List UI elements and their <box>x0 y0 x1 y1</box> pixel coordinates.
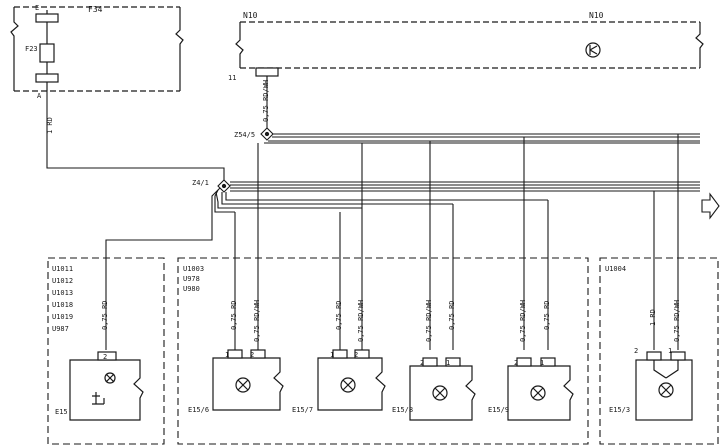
continuation-arrow-icon <box>701 192 720 220</box>
component-e15 <box>69 351 144 421</box>
wire-label: 0,75 RD/WH <box>425 300 433 342</box>
component-label: E15/7 <box>292 406 313 414</box>
fuse-wire-label: 1 RD <box>46 117 54 134</box>
wire-label: 0,75 RD <box>448 300 456 330</box>
model-label: U978 <box>183 275 200 283</box>
splice-upper-label: Z54/5 <box>234 131 255 139</box>
pin-label: 1 <box>446 359 450 367</box>
fuse-pin-bottom-label: A <box>37 92 42 100</box>
pin-label: 1 <box>225 351 229 359</box>
pin-label: 1 <box>330 351 334 359</box>
wire-label: 1 RD <box>649 309 657 326</box>
pin-label: 2 <box>250 351 254 359</box>
model-label: U987 <box>52 325 69 333</box>
model-label: U1013 <box>52 289 73 297</box>
model-group-3-labels: U1004 <box>605 265 626 273</box>
wire-label: 0,75 RD <box>543 300 551 330</box>
pin-label: 1 <box>668 347 672 355</box>
wire-label: 0,75 RD/WH <box>253 300 261 342</box>
pin-label: 1 <box>540 359 544 367</box>
model-group-1-box <box>47 257 165 445</box>
module-wire-label: 0,75 RD/WH <box>262 80 270 122</box>
wire-label: 0,75 RD <box>230 300 238 330</box>
model-label: U1004 <box>605 265 626 273</box>
pin-label: 2 <box>634 347 638 355</box>
fuse-box-f34 <box>10 6 184 92</box>
component-label: E15/6 <box>188 406 209 414</box>
wire-label: 0,75 RD/WH <box>357 300 365 342</box>
pin-label: 2 <box>103 353 107 361</box>
wire-label: 0,75 RD <box>335 300 343 330</box>
component-label: E15/3 <box>609 406 630 414</box>
model-label: U1019 <box>52 313 73 321</box>
module-n10 <box>235 21 704 83</box>
splice-lower-label: Z4/1 <box>192 179 209 187</box>
model-group-3-box <box>599 257 719 445</box>
module-label-right: N10 <box>589 11 604 20</box>
component-label: E15/8 <box>392 406 413 414</box>
model-label: U1012 <box>52 277 73 285</box>
model-group-2-box <box>177 257 589 445</box>
pin-label: 2 <box>354 351 358 359</box>
component-e15-3 <box>635 351 693 421</box>
wire-label: 0,75 RD <box>101 300 109 330</box>
fuse-box-label: F34 <box>88 5 103 14</box>
module-label-left: N10 <box>243 11 258 20</box>
model-label: U1018 <box>52 301 73 309</box>
component-e15-8 <box>409 357 476 421</box>
wire-label: 0,75 RD/WH <box>673 300 681 342</box>
splice-z54-5 <box>260 127 274 141</box>
component-e15-6 <box>212 349 284 411</box>
pin-label: 2 <box>514 359 518 367</box>
model-label: U980 <box>183 285 200 293</box>
component-label: E15/9 <box>488 406 509 414</box>
wire-labels: 0,75 RD 0,75 RD 0,75 RD/WH 0,75 RD 0,75 … <box>101 300 681 342</box>
bus-wires <box>46 83 700 213</box>
component-e15-9 <box>507 357 574 421</box>
pin-label: 2 <box>420 359 424 367</box>
fuse-label: F23 <box>25 45 38 53</box>
wire-label: 0,75 RD/WH <box>519 300 527 342</box>
component-e15-7 <box>317 349 386 411</box>
model-group-1-labels: U1011 U1012 U1013 U1018 U1019 U987 <box>52 265 73 333</box>
model-label: U1003 <box>183 265 204 273</box>
model-label: U1011 <box>52 265 73 273</box>
component-label: E15 <box>55 408 68 416</box>
drop-wires <box>105 134 679 350</box>
model-group-2-labels: U1003 U978 U980 <box>183 265 204 293</box>
module-pin-label: 11 <box>228 74 236 82</box>
fuse-pin-top-label: E <box>35 4 39 12</box>
splice-z4-1 <box>217 179 231 193</box>
switch-icon <box>92 392 105 405</box>
lamp-icon <box>104 372 116 384</box>
